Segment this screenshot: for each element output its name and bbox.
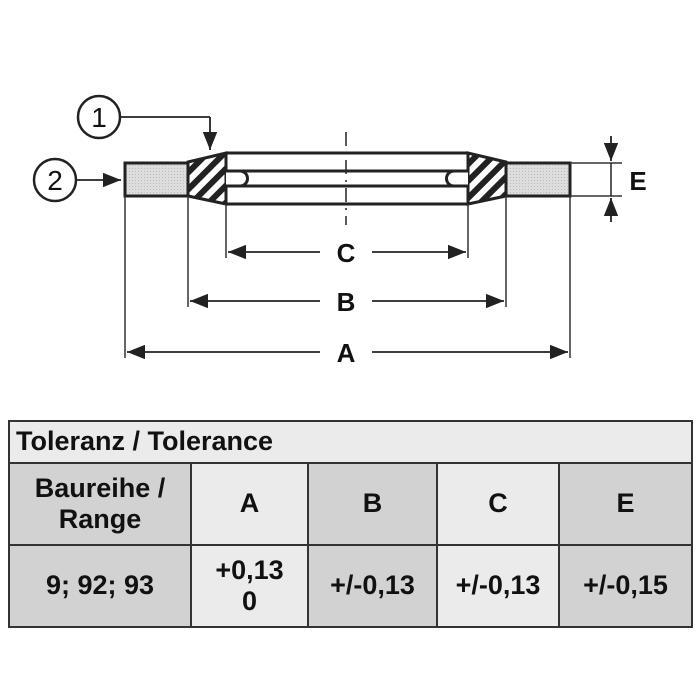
cell-c: +/-0,13 — [436, 544, 560, 628]
callout-2-label: 2 — [47, 165, 63, 196]
cell-range: 9; 92; 93 — [8, 544, 192, 628]
header-range: Baureihe /Range — [8, 462, 192, 546]
outer-ring-left — [123, 161, 190, 198]
dim-label-b: B — [337, 287, 356, 317]
header-c: C — [436, 462, 560, 546]
callout-1-label: 1 — [91, 102, 107, 133]
callout-1-circle — [76, 94, 122, 140]
dim-label-c: C — [337, 238, 356, 268]
cell-b: +/-0,13 — [307, 544, 438, 628]
dim-label-e: E — [629, 166, 646, 196]
seal-right — [466, 151, 508, 206]
cell-e: +/-0,15 — [558, 544, 693, 628]
gasket-drawing: C B A E 1 2 — [32, 94, 647, 368]
outer-ring-right — [504, 161, 572, 198]
callout-2-circle — [32, 157, 78, 203]
tolerance-table: Toleranz / Tolerance Baureihe /Range A B… — [8, 420, 693, 628]
header-a: A — [190, 462, 309, 546]
header-b: B — [307, 462, 438, 546]
table-title: Toleranz / Tolerance — [8, 420, 693, 464]
dim-label-a: A — [337, 338, 356, 368]
seal-left — [186, 151, 228, 206]
header-e: E — [558, 462, 693, 546]
